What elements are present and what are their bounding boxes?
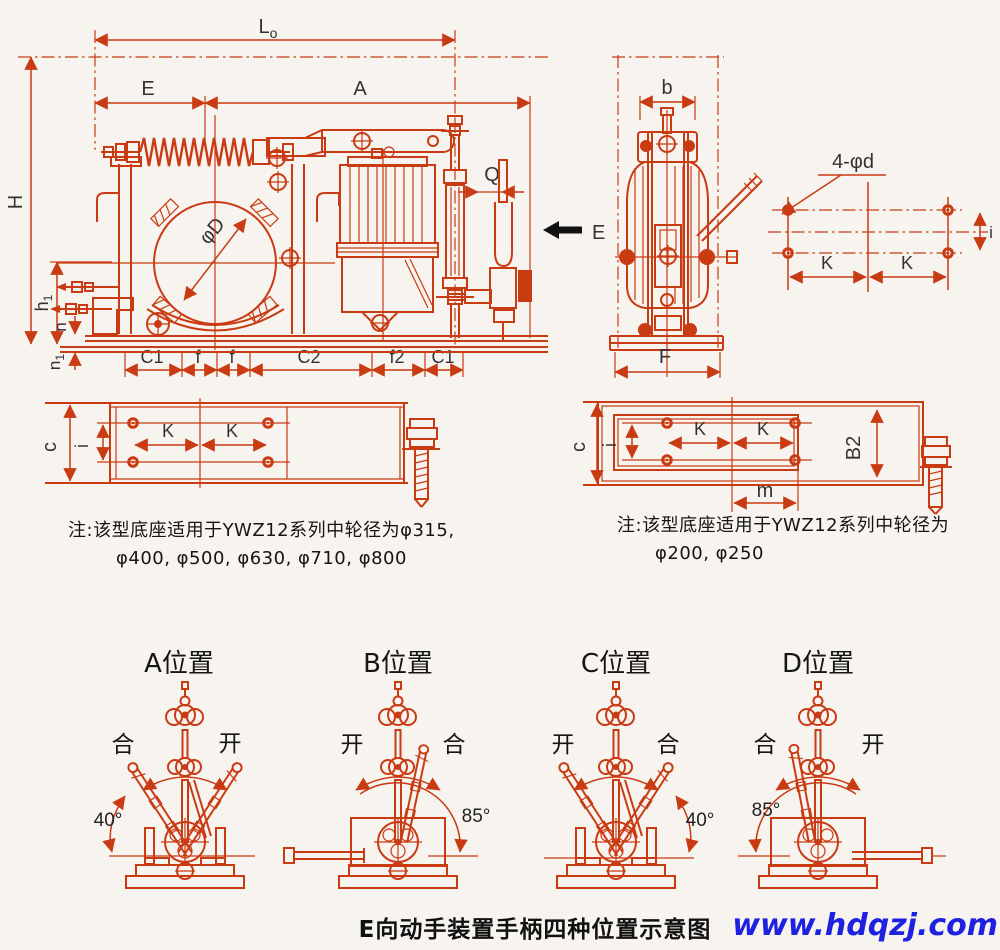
manual-release: [448, 159, 532, 340]
position-a: A位置 40° 合 开: [94, 649, 255, 889]
position-d-left-label: 合: [754, 732, 777, 758]
position-c-left-label: 开: [552, 732, 575, 758]
side-view: b F: [609, 55, 763, 379]
position-a-left-label: 合: [112, 732, 135, 758]
view-direction-arrow: [543, 221, 582, 239]
position-b-angle: 85°: [462, 806, 491, 827]
anchor-bolt-left: [402, 418, 440, 508]
dim-label-K2-right-plate: K: [757, 419, 769, 439]
watermark: www.hdqzj.com: [732, 908, 998, 943]
dim-label-K1-right-plate: K: [694, 419, 706, 439]
dim-label-E: E: [141, 78, 154, 100]
view-direction-label: E: [592, 222, 605, 244]
note-left-line2: φ400, φ500, φ630, φ710, φ800: [116, 548, 407, 569]
position-c-right-label: 合: [657, 732, 680, 758]
dim-label-f2: f2: [389, 347, 404, 367]
release-rod: [436, 115, 474, 345]
position-b-left-label: 开: [341, 732, 364, 758]
position-b-right-label: 合: [443, 732, 466, 758]
note-right-line1: 注:该型底座适用于YWZ12系列中轮径为: [617, 515, 950, 536]
dim-label-C1-left: C1: [140, 347, 163, 367]
dim-label-F: F: [659, 346, 671, 368]
front-view: Lo E A H h1 n n1 C1 f f C2 f2 C1 Q φD: [5, 16, 605, 377]
position-a-title: A位置: [144, 649, 214, 679]
dim-label-c-left-plate: c: [39, 442, 61, 452]
dim-label-A: A: [353, 78, 367, 100]
dim-label-C2: C2: [297, 347, 320, 367]
spring: [138, 137, 255, 167]
position-c-title: C位置: [581, 649, 651, 679]
thruster: [336, 146, 439, 340]
dim-label-i-left-plate: i: [72, 444, 92, 448]
note-right: 注:该型底座适用于YWZ12系列中轮径为 φ200, φ250: [617, 512, 957, 568]
dim-label-m: m: [757, 480, 774, 502]
anchor-bolt-right: [920, 436, 952, 515]
dim-label-K1: K: [821, 253, 833, 273]
dim-label-i-right-plate: i: [600, 443, 620, 447]
dim-label-b: b: [661, 77, 672, 99]
dim-label-K2-left-plate: K: [226, 421, 238, 441]
dim-label-f-left: f: [195, 347, 201, 367]
brake-machine-art: [50, 115, 548, 353]
bottom-caption: E向动手装置手柄四种位置示意图: [358, 917, 712, 943]
dim-label-n1: n1: [45, 354, 67, 370]
dim-label-B2: B2: [843, 436, 865, 460]
dim-label-c-right-plate: c: [568, 442, 590, 452]
position-d: D位置 85° 合 开: [738, 649, 946, 889]
position-b-title: B位置: [363, 649, 433, 679]
position-d-right-label: 开: [862, 732, 885, 758]
position-a-right-label: 开: [219, 731, 242, 757]
base-plate-left: c i K K: [39, 398, 440, 508]
dim-label-f-right: f: [229, 347, 235, 367]
dim-label-L0: Lo: [259, 16, 278, 41]
dim-label-H: H: [5, 195, 27, 209]
hole-pattern-detail: 4-φd K K i: [768, 151, 993, 292]
dim-label-n: n: [51, 322, 70, 331]
position-a-angle: 40°: [94, 810, 123, 831]
position-d-title: D位置: [782, 649, 854, 679]
position-b: B位置 85° 开 合: [283, 649, 491, 889]
dim-label-C1-right: C1: [431, 347, 454, 367]
hole-detail-label: 4-φd: [832, 151, 874, 173]
dim-label-h1: h1: [32, 294, 55, 311]
base-plate-right: c i K K B2 m: [568, 397, 952, 515]
dim-label-phiD: φD: [195, 214, 229, 249]
dim-label-K2: K: [901, 253, 913, 273]
dim-label-Q: Q: [484, 164, 500, 186]
position-d-angle: 85°: [752, 800, 781, 821]
dim-label-i: i: [989, 223, 993, 242]
dim-label-K1-left-plate: K: [162, 421, 174, 441]
front-view-dimensions: [18, 30, 548, 377]
note-left-line1: 注:该型底座适用于YWZ12系列中轮径为φ315,: [68, 520, 455, 541]
note-right-line2: φ200, φ250: [655, 543, 764, 564]
position-c: C位置 40° 开 合: [544, 649, 715, 889]
note-left: 注:该型底座适用于YWZ12系列中轮径为φ315, φ400, φ500, φ6…: [68, 517, 478, 573]
position-c-angle: 40°: [686, 810, 715, 831]
